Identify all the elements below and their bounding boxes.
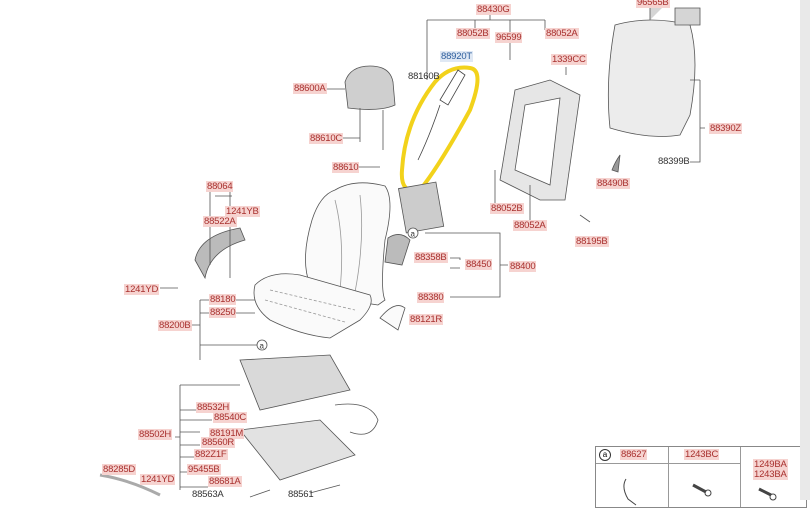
seat-back-cover xyxy=(305,182,391,306)
part-label[interactable]: 88121R xyxy=(409,314,444,325)
part-label[interactable]: 88532H xyxy=(196,402,231,413)
part-label[interactable]: 96565B xyxy=(636,0,670,8)
part-label[interactable]: 88160B xyxy=(408,71,440,82)
part-label[interactable]: 88195B xyxy=(575,236,609,247)
part-label[interactable]: 95455B xyxy=(187,464,221,475)
seat-cushion-frame xyxy=(239,354,351,411)
part-label[interactable]: 88540C xyxy=(213,412,248,423)
part-label[interactable]: 88285D xyxy=(102,464,137,475)
part-label[interactable]: 882Z1F xyxy=(194,449,228,460)
part-label[interactable]: 88250 xyxy=(209,307,237,318)
side-trim xyxy=(194,227,246,280)
part-label[interactable]: 88052B xyxy=(456,28,490,39)
seat-back-panel xyxy=(607,19,696,137)
part-label[interactable]: 88180 xyxy=(209,294,237,305)
headrest xyxy=(344,65,396,110)
side-airbag-module xyxy=(398,181,445,234)
part-label[interactable]: 88358B xyxy=(414,252,448,263)
part-label[interactable]: 88400 xyxy=(509,261,537,272)
part-label[interactable]: 88561 xyxy=(288,489,314,500)
part-label[interactable]: 88064 xyxy=(206,181,234,192)
part-label[interactable]: 88600A xyxy=(293,83,327,94)
part-label[interactable]: 1241YD xyxy=(140,474,176,485)
part-label[interactable]: 96599 xyxy=(495,32,523,43)
part-label[interactable]: 1243BA xyxy=(753,469,788,480)
part-label[interactable]: 88627 xyxy=(620,449,648,460)
part-label[interactable]: 88052B xyxy=(490,203,524,214)
airbag-highlight xyxy=(399,65,480,193)
part-label[interactable]: 88681A xyxy=(208,476,242,487)
part-label[interactable]: 1241YB xyxy=(225,206,260,217)
part-label[interactable]: 88610 xyxy=(332,162,360,173)
part-label[interactable]: 88560R xyxy=(201,437,236,448)
fastener-legend-table: a 88627 1243BC 1249BA 1243BA xyxy=(595,446,807,508)
part-label[interactable]: 88563A xyxy=(192,489,224,500)
part-label[interactable]: 88200B xyxy=(158,320,192,331)
part-label[interactable]: 88390Z xyxy=(709,123,743,134)
callout-marker-a: a xyxy=(599,449,611,461)
part-label[interactable]: 88052A xyxy=(545,28,579,39)
part-label[interactable]: 1249BA xyxy=(753,459,788,470)
part-label[interactable]: 1241YD xyxy=(124,284,160,295)
part-label[interactable]: 88522A xyxy=(203,216,237,227)
callout-marker-a: a xyxy=(411,230,416,239)
part-label[interactable]: 1339CC xyxy=(551,54,587,65)
part-label[interactable]: 88490B xyxy=(596,178,630,189)
fastener-icons xyxy=(623,478,777,506)
part-label[interactable]: 88450 xyxy=(465,259,493,270)
part-label[interactable]: 88380 xyxy=(417,292,445,303)
callout-marker-a: a xyxy=(260,342,265,351)
part-label-selected[interactable]: 88920T xyxy=(440,51,474,62)
part-label[interactable]: 88502H xyxy=(138,429,173,440)
part-label[interactable]: 88430G xyxy=(476,4,511,15)
part-label[interactable]: 88610C xyxy=(309,133,344,144)
part-label[interactable]: 88191M xyxy=(209,428,245,439)
window-edge xyxy=(800,0,810,500)
part-label[interactable]: 1243BC xyxy=(684,449,720,460)
part-label[interactable]: 88399B xyxy=(658,156,690,167)
part-label[interactable]: 88052A xyxy=(513,220,547,231)
seat-cushion xyxy=(253,273,372,339)
